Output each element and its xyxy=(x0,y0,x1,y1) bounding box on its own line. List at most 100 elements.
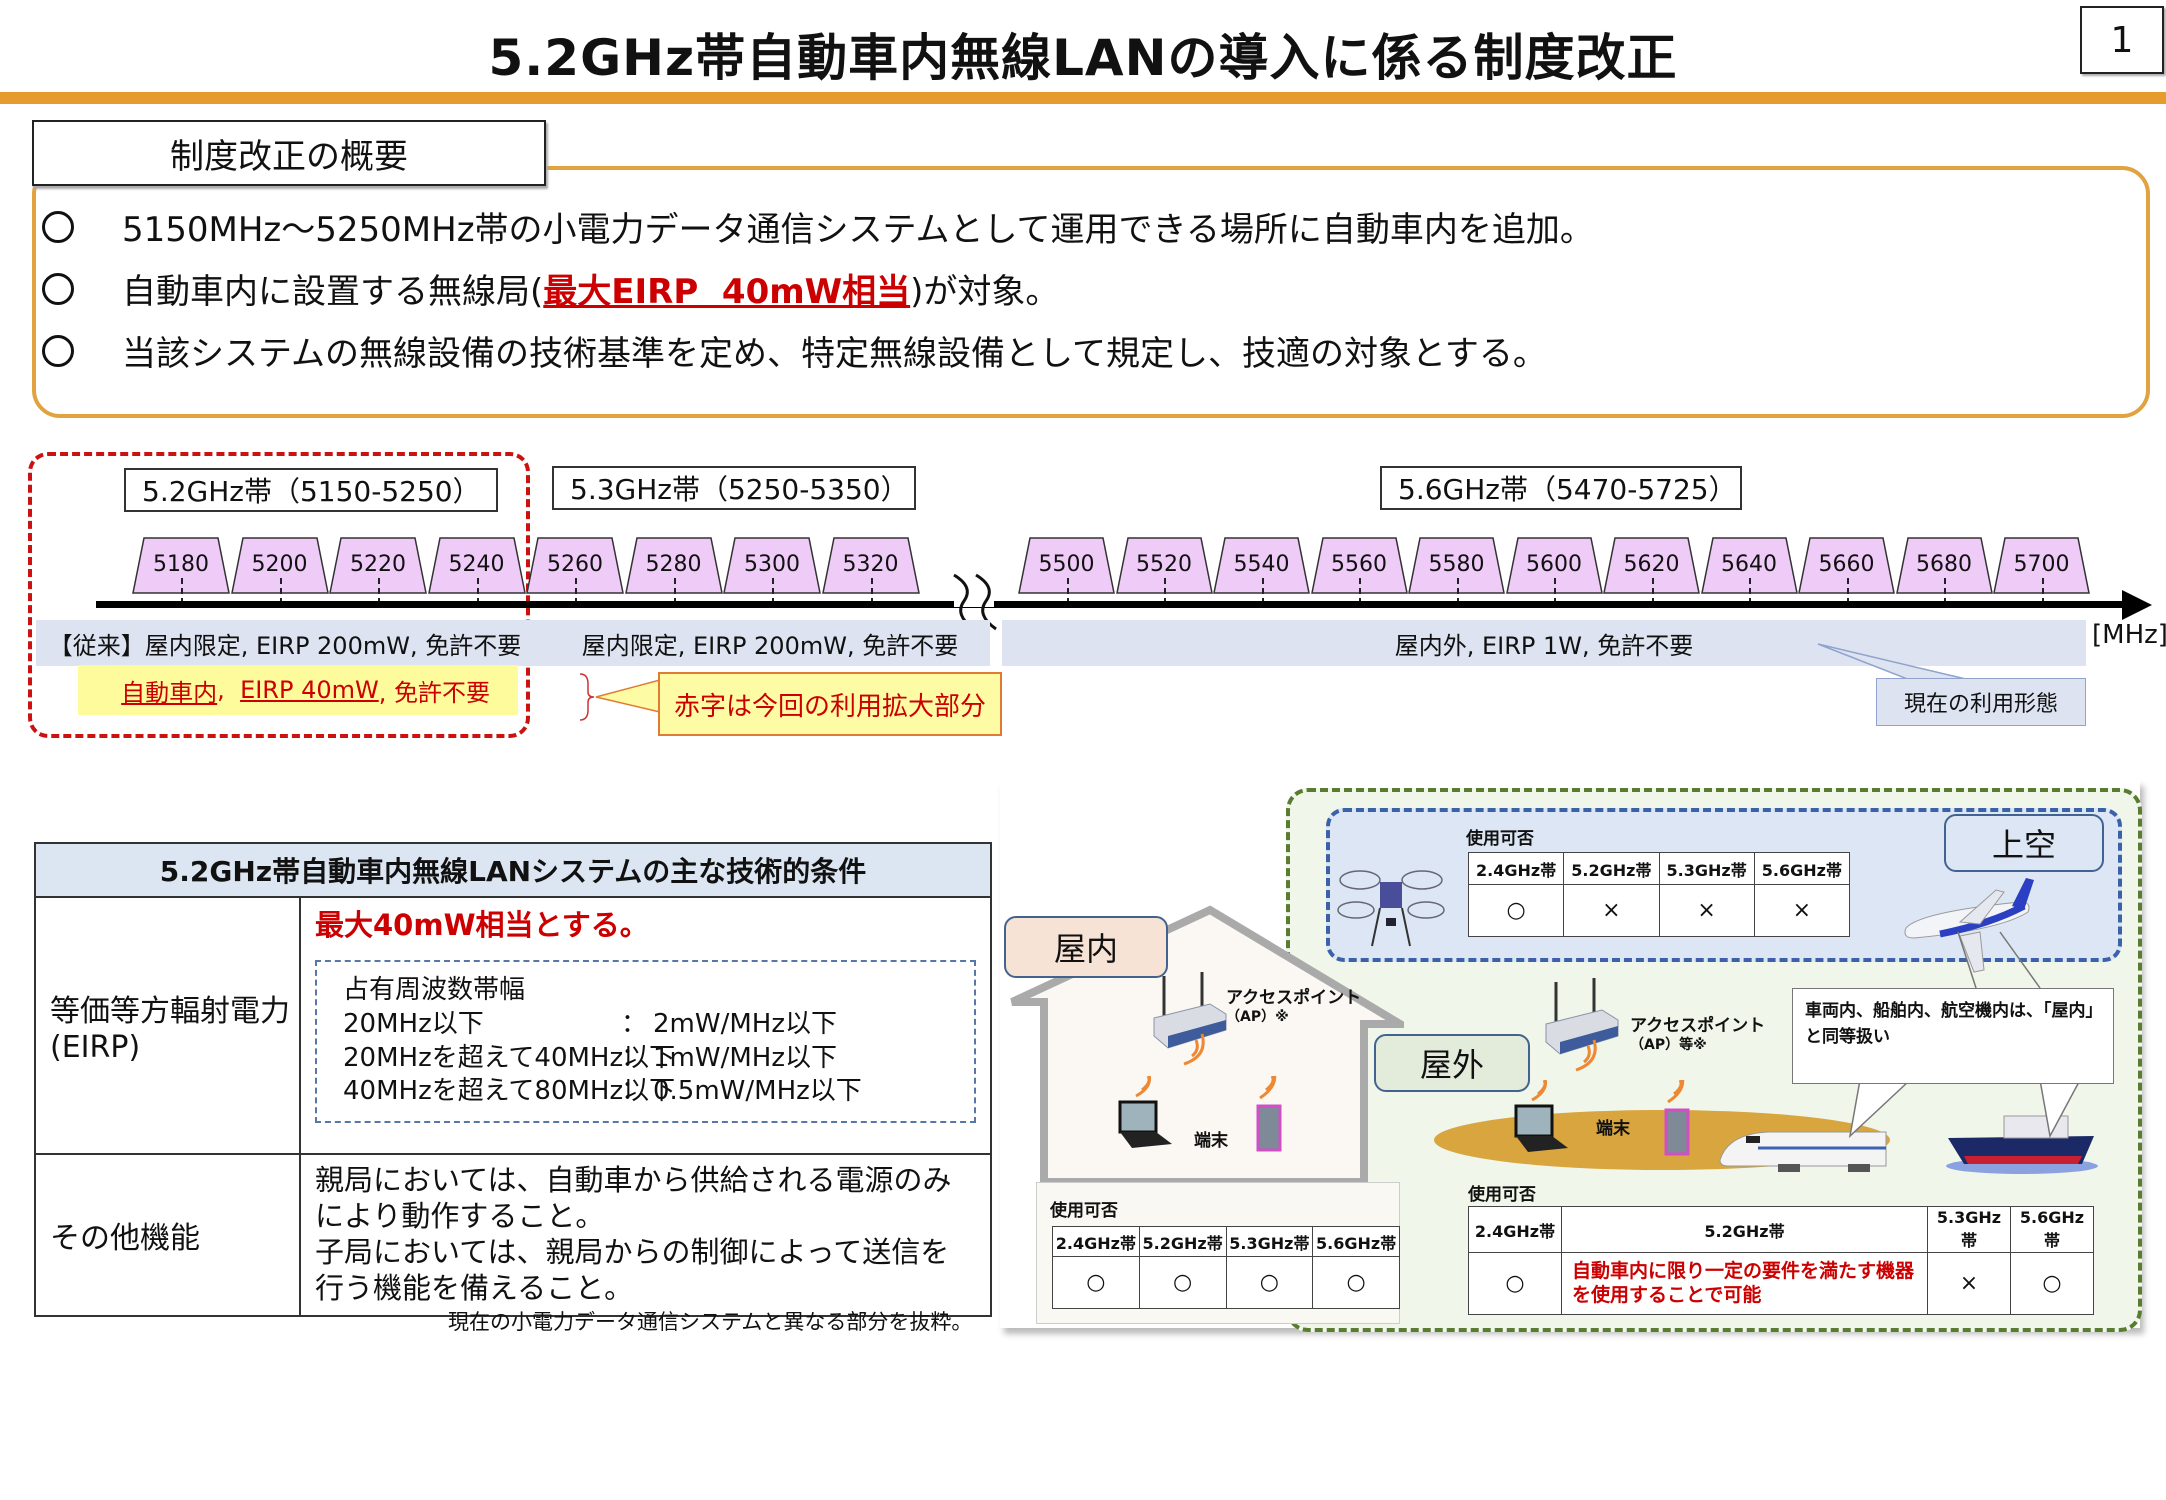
channel-5260: 5260 xyxy=(526,536,624,594)
overview-bullet-1: 5150MHz～5250MHz帯の小電力データ通信システムとして運用できる場所に… xyxy=(42,202,1594,251)
channel-label: 5560 xyxy=(1331,552,1387,577)
channel-label: 5640 xyxy=(1721,552,1777,577)
bw-sep: ： xyxy=(621,1042,648,1073)
indoor-ap-label: アクセスポイント （AP）※ xyxy=(1226,988,1361,1027)
channel-shape xyxy=(1213,537,1310,594)
channel-shape xyxy=(132,537,230,594)
channel-shape xyxy=(427,537,526,594)
channel-label: 5700 xyxy=(2013,552,2070,577)
channel-tick xyxy=(1651,578,1654,604)
house-icon xyxy=(1010,905,1404,1186)
circle-bullet-icon xyxy=(42,272,74,305)
channel-tick xyxy=(1749,578,1751,604)
smartphone-icon xyxy=(1664,1080,1690,1156)
channel-5600: 5600 xyxy=(1505,536,1603,594)
channel-5540: 5540 xyxy=(1213,536,1310,594)
other-functions-content: 親局においては、自動車から供給される電源のみにより動作すること。 子局においては… xyxy=(299,1153,992,1317)
ship-icon xyxy=(1946,1115,2098,1174)
channel-tick xyxy=(1261,578,1264,604)
channel-tick xyxy=(772,578,774,604)
channel-shape xyxy=(1895,537,1993,594)
channel-5580: 5580 xyxy=(1408,536,1505,594)
channel-5520: 5520 xyxy=(1115,536,1213,594)
channel-tick xyxy=(181,578,183,604)
bandwidth-title: 占有周波数帯幅 xyxy=(343,974,526,1005)
train-icon xyxy=(1719,1131,1887,1172)
channel-shape xyxy=(329,537,427,594)
channel-label: 5220 xyxy=(350,552,406,577)
channel-tick xyxy=(2041,578,2044,604)
channel-shape xyxy=(1408,537,1505,594)
channel-tick xyxy=(1066,578,1069,604)
separator: , xyxy=(217,676,241,704)
band-label-5-6ghz: 5.6GHz帯（5470-5725） xyxy=(1380,466,1742,510)
drone-icon xyxy=(1337,870,1445,947)
sky-tag: 上空 xyxy=(1944,814,2104,872)
usage-bar-5-2-5-3: 【従来】屋内限定, EIRP 200mW, 免許不要 屋内限定, EIRP 20… xyxy=(36,620,990,666)
tech-conditions-table: 5.2GHz帯自動車内無線LANシステムの主な技術的条件 等価等方輻射電力(EI… xyxy=(34,842,992,1317)
overview-bullet-text-post: )が対象。 xyxy=(910,272,1060,312)
ap-label-line: アクセスポイント xyxy=(1226,988,1362,1008)
usage-bar-5-6: 屋内外, EIRP 1W, 免許不要 xyxy=(1002,620,2086,666)
channel-label: 5260 xyxy=(547,552,603,577)
other-functions-label: その他機能 xyxy=(34,1153,301,1317)
frequency-axis xyxy=(96,601,2126,608)
indoor-usage-table: 2.4GHz帯 5.2GHz帯 5.3GHz帯 5.6GHz帯 ○ ○ ○ ○ xyxy=(1052,1226,1400,1309)
channel-tick xyxy=(1846,578,1849,604)
laptop-icon xyxy=(1514,1080,1568,1152)
band-header: 5.3GHz帯 xyxy=(1225,1226,1314,1257)
channel-shape xyxy=(624,537,723,594)
red-text-legend-callout: 赤字は今回の利用拡大部分 xyxy=(658,672,1002,736)
ap-label-line: （AP）※ xyxy=(1226,1009,1289,1026)
channel-5300: 5300 xyxy=(723,536,821,594)
sky-usage-table: 2.4GHz帯 5.2GHz帯 5.3GHz帯 5.6GHz帯 ○ × × × xyxy=(1467,852,1851,937)
channel-label: 5680 xyxy=(1916,552,1972,577)
axis-unit-label: [MHz] xyxy=(2092,620,2166,650)
bw-value: 2mW/MHz以下 xyxy=(653,1008,837,1039)
band-header: 5.2GHz帯 xyxy=(1563,852,1660,885)
usage-value: × xyxy=(1563,884,1660,937)
overview-bullet-text: 5150MHz～5250MHz帯の小電力データ通信システムとして運用できる場所に… xyxy=(122,210,1594,250)
channel-label: 5200 xyxy=(251,552,308,577)
channel-5200: 5200 xyxy=(230,536,329,594)
bw-range: 40MHzを超えて80MHz以下 xyxy=(343,1076,676,1107)
bw-sep: ： xyxy=(621,1076,648,1107)
overview-bullet-2: 自動車内に設置する無線局( 最大EIRP 40mW相当 )が対象。 xyxy=(42,264,1059,313)
page-title: 5.2GHz帯自動車内無線LANの導入に係る制度改正 xyxy=(488,29,1678,87)
channel-shape xyxy=(1798,537,1895,594)
bandwidth-limit-row: 20MHz以下 ： 2mW/MHz以下 xyxy=(343,1008,948,1042)
channel-5700: 5700 xyxy=(1993,536,2090,594)
channel-tick xyxy=(476,578,479,604)
channel-shape xyxy=(1310,537,1408,594)
channel-label: 5600 xyxy=(1526,552,1582,577)
channel-shape xyxy=(821,537,920,594)
usage-value: × xyxy=(1927,1252,2011,1315)
indoor-terminal-label: 端末 xyxy=(1194,1131,1228,1151)
indoor-tag: 屋内 xyxy=(1004,916,1168,978)
expansion-highlight-frame xyxy=(28,452,530,738)
channel-tick xyxy=(1456,578,1459,604)
channel-shape xyxy=(723,537,821,594)
channel-tick xyxy=(1944,578,1946,604)
band-label-5-3ghz: 5.3GHz帯（5250-5350） xyxy=(552,466,916,510)
axis-arrow-icon xyxy=(2122,590,2152,620)
usage-value-5-2-conditional: 自動車内に限り一定の要件を満たす機器を使用することで可能 xyxy=(1561,1252,1928,1315)
band-label-5-2ghz: 5.2GHz帯（5150-5250） xyxy=(124,468,498,512)
usage-value: ○ xyxy=(1138,1256,1227,1309)
outdoor-ap-label: アクセスポイント （AP）等※ xyxy=(1630,1016,1765,1055)
band-header: 5.6GHz帯 xyxy=(1312,1226,1400,1257)
band-header: 5.2GHz帯 xyxy=(1138,1226,1227,1257)
channel-5640: 5640 xyxy=(1700,536,1798,594)
channel-shape xyxy=(1993,537,2090,594)
eirp-40mw-text: EIRP 40mW xyxy=(240,676,379,704)
usage-value: ○ xyxy=(1468,1252,1562,1315)
page-number: 1 xyxy=(2080,6,2164,74)
channel-tick xyxy=(378,578,380,604)
tech-table-title: 5.2GHz帯自動車内無線LANシステムの主な技術的条件 xyxy=(34,842,992,898)
channel-label: 5320 xyxy=(842,552,899,577)
in-vehicle-text: 自動車内 xyxy=(121,678,218,707)
license-free-text: , 免許不要 xyxy=(378,678,490,707)
overview-bullet-text: 当該システムの無線設備の技術基準を定め、特定無線設備として規定し、技適の対象とす… xyxy=(122,334,1547,374)
usage-5-2-in-vehicle: 自動車内 , EIRP 40mW , 免許不要 xyxy=(78,665,518,715)
channel-label: 5540 xyxy=(1233,552,1290,577)
